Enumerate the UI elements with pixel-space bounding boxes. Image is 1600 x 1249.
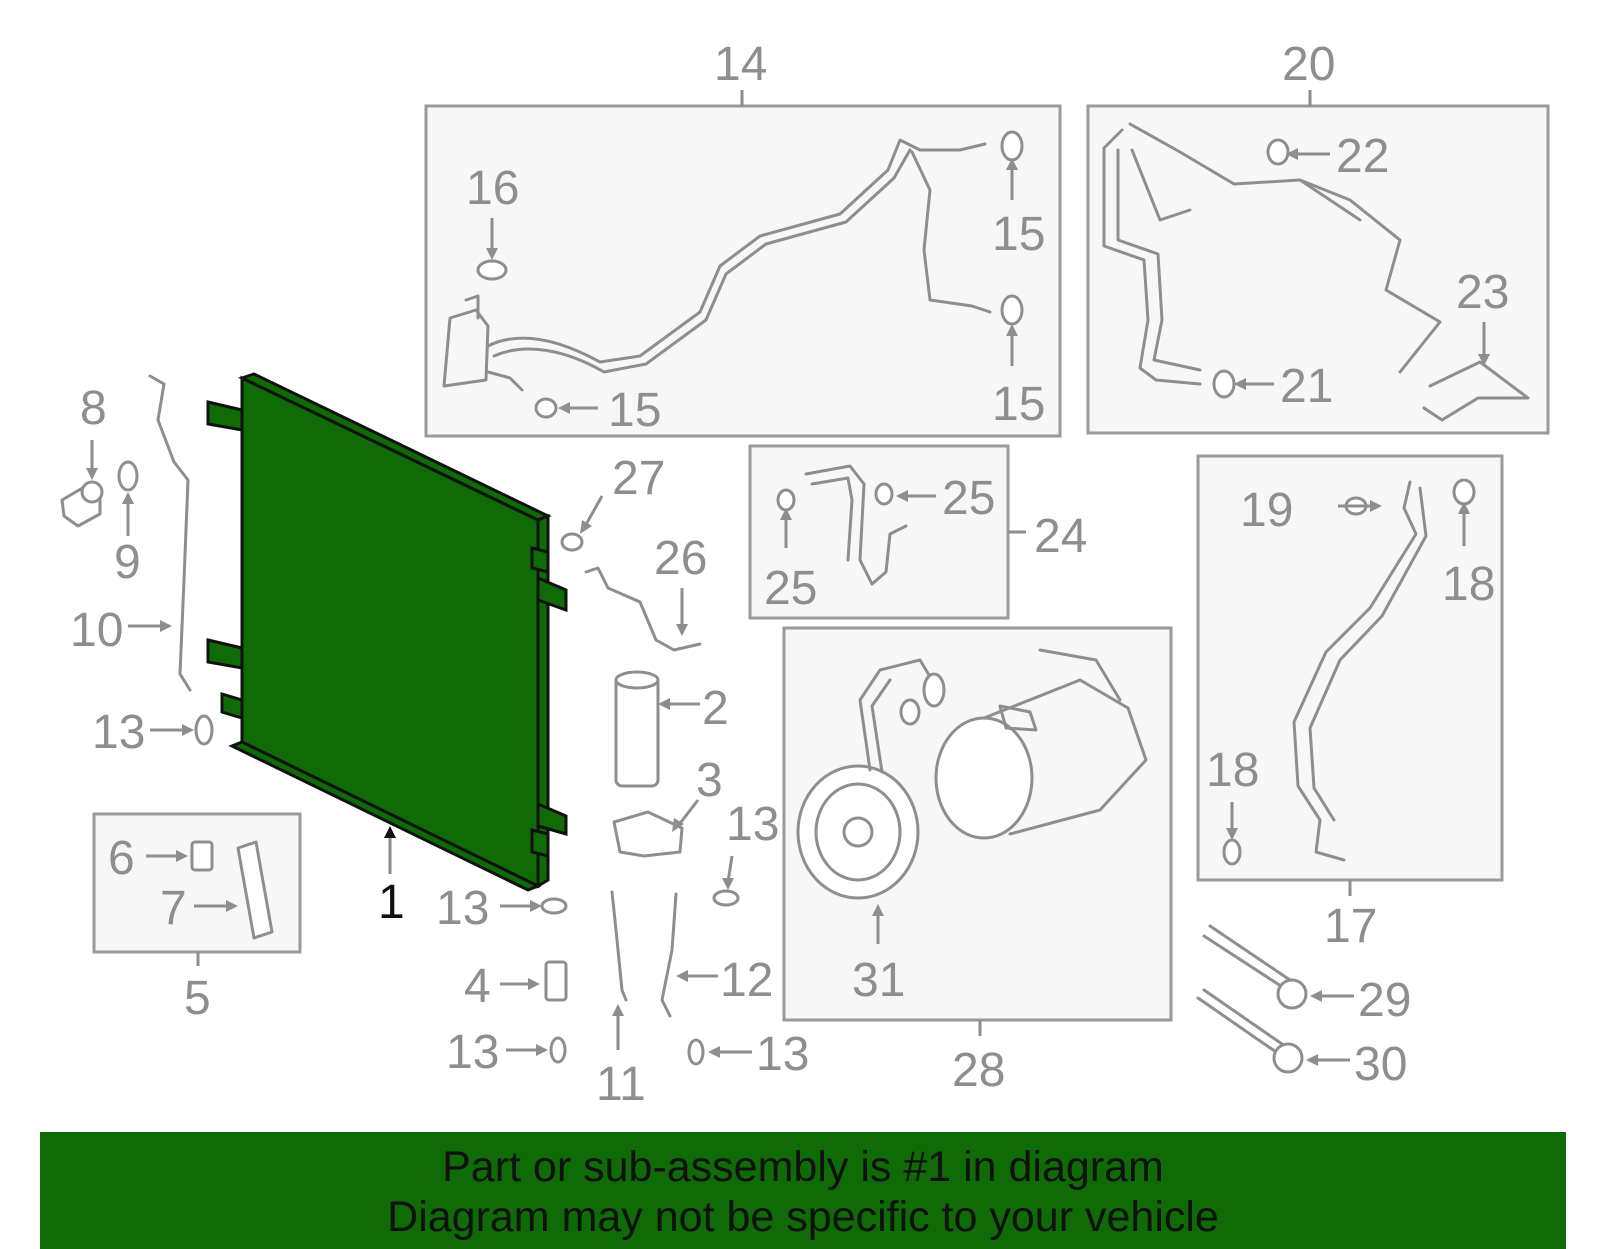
callout-22: 22 [1336, 130, 1389, 183]
callout-11: 11 [596, 1058, 646, 1111]
callout-27: 27 [612, 452, 665, 505]
callout-6: 6 [108, 832, 135, 885]
banner-line-1: Part or sub-assembly is #1 in diagram [442, 1143, 1164, 1191]
group-box-14 [424, 104, 1062, 438]
callout-2: 2 [702, 682, 729, 735]
line-11 [610, 890, 628, 1002]
clamp-3 [612, 810, 684, 858]
o-ring-9 [117, 460, 139, 492]
bracket-6 [190, 840, 214, 872]
callout-16: 16 [466, 162, 519, 215]
o-ring-13b [712, 889, 740, 907]
line-10 [148, 374, 192, 692]
callout-15b: 15 [992, 378, 1045, 431]
callout-26: 26 [654, 532, 707, 585]
o-ring-13a [194, 714, 214, 746]
callout-5: 5 [184, 972, 211, 1025]
ac-system-exploded-diagram: 1 14 16 15 15 15 20 22 23 [60, 38, 1550, 1111]
callout-23: 23 [1456, 266, 1509, 319]
hose-assembly-14 [442, 130, 1024, 419]
callout-3: 3 [696, 754, 723, 807]
callout-10: 10 [70, 604, 123, 657]
callout-13d: 13 [446, 1026, 499, 1079]
callout-28: 28 [952, 1044, 1005, 1097]
bolt-30 [1196, 988, 1304, 1074]
hose-assembly-24 [776, 464, 908, 586]
disclaimer-banner: Part or sub-assembly is #1 in diagram Di… [40, 1132, 1566, 1249]
seal-7 [236, 840, 274, 940]
bolt-29 [1202, 924, 1308, 1010]
compressor-assembly-28 [796, 648, 1148, 900]
callout-21: 21 [1280, 360, 1333, 413]
o-ring-27 [560, 532, 584, 552]
line-12 [660, 892, 678, 1018]
callout-30: 30 [1354, 1038, 1407, 1091]
callout-24: 24 [1034, 510, 1087, 563]
receiver-drier-2 [614, 670, 660, 788]
callout-29: 29 [1358, 974, 1411, 1027]
callout-18b: 18 [1206, 744, 1259, 797]
callout-9: 9 [114, 536, 141, 589]
callout-15a: 15 [992, 208, 1045, 261]
group-box-24 [748, 444, 1010, 620]
callout-25a: 25 [764, 562, 817, 615]
callout-4: 4 [464, 960, 491, 1013]
callout-7: 7 [160, 882, 187, 935]
line-26 [584, 566, 702, 652]
callout-20: 20 [1282, 38, 1335, 91]
callout-19: 19 [1240, 484, 1293, 537]
o-ring-13e [687, 1038, 705, 1066]
callout-31: 31 [852, 954, 905, 1007]
callout-8: 8 [80, 382, 107, 435]
hose-assembly-20 [1102, 122, 1530, 422]
group-box-20 [1086, 104, 1550, 435]
block-4 [544, 960, 568, 1002]
callout-25b: 25 [942, 472, 995, 525]
o-ring-13c [540, 897, 568, 915]
callout-17: 17 [1324, 900, 1377, 953]
callout-1: 1 [378, 876, 405, 929]
condenser-part-1[interactable] [206, 372, 568, 892]
callout-13b: 13 [726, 798, 779, 851]
o-ring-13d [549, 1036, 567, 1064]
group-box-17 [1196, 454, 1504, 882]
callout-14: 14 [714, 38, 767, 91]
pressure-switch-8 [60, 480, 104, 528]
banner-line-2: Diagram may not be specific to your vehi… [387, 1193, 1219, 1241]
callout-18a: 18 [1442, 558, 1495, 611]
callout-13e: 13 [756, 1028, 809, 1081]
callout-13c: 13 [436, 882, 489, 935]
callout-12: 12 [720, 954, 773, 1007]
callout-15c: 15 [608, 384, 661, 437]
callout-13a: 13 [92, 706, 145, 759]
